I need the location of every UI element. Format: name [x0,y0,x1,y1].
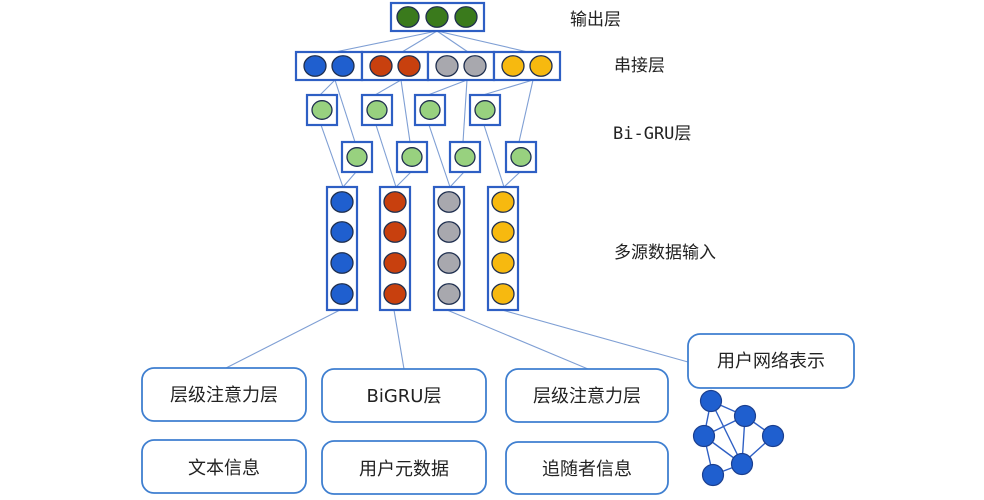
input-node [491,221,515,243]
input-node [330,191,354,213]
input-module-link [393,309,405,370]
graph-node [701,463,725,487]
input-node [437,252,461,274]
gru-input-link [449,171,465,188]
diagram-shapes [294,1,562,312]
module-box-hierarchical-attention-2[interactable]: 层级注意力层 [505,368,669,423]
input-node [383,221,407,243]
input-node [491,191,515,213]
input-module-link [225,309,341,369]
input-node [330,283,354,305]
concat-node [463,55,487,77]
input-module-link [501,309,689,363]
input-node [437,221,461,243]
concat-gru-link [400,79,411,143]
user-network-graph [692,389,785,487]
concat-node [397,55,421,77]
gru-input-link [503,171,521,188]
concat-node [331,55,355,77]
bigru-node [510,147,532,167]
graph-edge [710,400,743,465]
module-label: 追随者信息 [542,459,632,480]
input-node [491,283,515,305]
input-node [437,283,461,305]
graph-node [733,404,757,428]
gru-input-link [428,124,451,188]
input-node [383,191,407,213]
bigru-node [311,100,333,120]
module-box-text-info[interactable]: 文本信息 [141,439,307,494]
input-module-link [446,309,589,370]
input-node [330,252,354,274]
concat-gru-link [482,79,534,96]
output-layer-label: 输出层 [570,10,621,30]
output-node [454,6,478,28]
input-node [330,221,354,243]
concat-gru-link [319,79,336,96]
input-node [437,191,461,213]
concat-gru-link [334,79,356,143]
concat-gru-link [518,79,534,143]
concat-node [435,55,459,77]
concat-gru-link [462,79,468,143]
module-label: 层级注意力层 [170,385,278,406]
output-node [425,6,449,28]
gru-input-link [320,124,344,188]
graph-node [761,424,785,448]
module-label: BiGRU层 [367,386,442,407]
module-box-hierarchical-attention-1[interactable]: 层级注意力层 [141,367,307,422]
output-node [396,6,420,28]
module-box-user-network[interactable]: 用户网络表示 [687,333,855,389]
gru-input-link [342,171,357,188]
input-node [383,283,407,305]
concat-layer-label: 串接层 [614,56,665,76]
bigru-node [346,147,368,167]
concat-gru-link [427,79,468,96]
gru-input-link [483,124,505,188]
module-label: 用户网络表示 [717,351,825,372]
input-layer-label: 多源数据输入 [614,243,716,263]
bigru-node [454,147,476,167]
graph-node [699,389,723,413]
concat-node [529,55,553,77]
bigru-node [401,147,423,167]
output-concat-link [334,30,438,53]
concat-node [501,55,525,77]
module-label: 层级注意力层 [533,386,641,407]
module-label: 用户元数据 [359,459,449,480]
input-node [383,252,407,274]
concat-node [369,55,393,77]
input-node [491,252,515,274]
output-concat-link [436,30,469,53]
gru-input-link [375,124,397,188]
module-box-user-metadata[interactable]: 用户元数据 [321,440,487,495]
module-label: 文本信息 [188,458,260,479]
graph-node [692,424,716,448]
output-concat-link [436,30,529,53]
connection-lines [225,30,689,370]
gru-input-link [395,171,412,188]
bigru-node [474,100,496,120]
module-box-bigru[interactable]: BiGRU层 [321,368,487,423]
bigru-node [419,100,441,120]
output-concat-link [401,30,438,53]
concat-gru-link [374,79,402,96]
bigru-layer-label: Bi-GRU层 [613,124,691,144]
module-box-follower-info[interactable]: 追随者信息 [505,441,669,495]
graph-node [730,452,754,476]
bigru-node [366,100,388,120]
concat-node [303,55,327,77]
